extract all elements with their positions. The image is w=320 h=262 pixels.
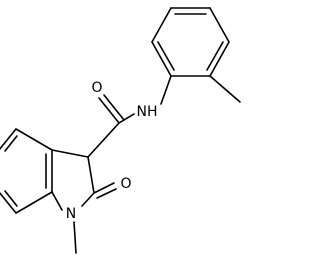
bond-lactam-carbonyl-2 bbox=[96, 188, 117, 199]
atom-label-amide-oxygen: O bbox=[91, 80, 102, 96]
bond-tolyl-2 bbox=[209, 7, 230, 43]
bond-ring-to-nh bbox=[160, 75, 172, 105]
bond-benzo-3 bbox=[0, 191, 17, 214]
bond-c3-c3a bbox=[51, 149, 89, 158]
bond-benzo-2 bbox=[15, 191, 53, 214]
atom-label-lactam-oxygen: O bbox=[120, 176, 131, 192]
bond-tolyl-double-3 bbox=[157, 41, 175, 71]
bond-tolyl-6 bbox=[151, 7, 172, 43]
bond-tolyl-methyl bbox=[209, 75, 241, 103]
molecule-structure-diagram: O NH O N bbox=[0, 7, 241, 254]
bond-benzo-double-3 bbox=[4, 135, 18, 152]
bond-carbonyl-double-1 bbox=[98, 97, 120, 124]
bond-carbonyl-double-2 bbox=[103, 94, 125, 121]
lactam-ring bbox=[51, 149, 95, 211]
bond-benzo-5 bbox=[0, 128, 17, 151]
bond-c2-n1 bbox=[81, 192, 95, 207]
bond-tolyl-5 bbox=[151, 41, 172, 77]
bond-n1-c7a bbox=[51, 191, 63, 211]
atom-label-ring-nitrogen: N bbox=[66, 206, 76, 222]
bond-tolyl-double-2 bbox=[206, 41, 224, 71]
bond-n-methyl bbox=[73, 221, 77, 254]
bond-nh-to-carbonyl bbox=[118, 113, 135, 124]
atom-label-amide-nitrogen: NH bbox=[137, 104, 158, 120]
tolyl-ring bbox=[151, 7, 230, 77]
bond-lactam-carbonyl-1 bbox=[93, 182, 115, 194]
bond-c3-c2 bbox=[87, 156, 95, 194]
bond-carbonyl-to-c3 bbox=[87, 122, 120, 158]
bond-tolyl-3 bbox=[209, 41, 230, 77]
bond-benzo-double-2 bbox=[4, 190, 18, 207]
benzo-ring bbox=[0, 128, 53, 214]
bond-benzo-6 bbox=[15, 128, 53, 151]
